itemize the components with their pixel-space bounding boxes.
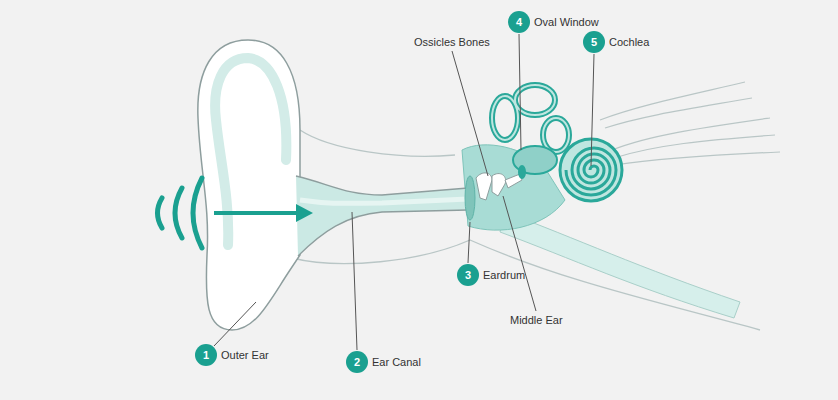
callout-number: 5 <box>583 31 605 53</box>
ear-canal-highlight <box>300 199 468 203</box>
sound-arrow <box>214 211 298 215</box>
callout-number: 2 <box>346 351 368 373</box>
head-outline <box>292 130 760 330</box>
sound-waves <box>158 178 203 248</box>
ear-canal <box>296 176 468 256</box>
part-label: Ossicles Bones <box>414 35 490 49</box>
part-label: Cochlea <box>609 35 649 49</box>
part-label: Oval Window <box>534 15 599 29</box>
arrow-head <box>296 204 313 222</box>
callout-number: 1 <box>195 344 217 366</box>
callout-number: 4 <box>508 11 530 33</box>
part-label: Outer Ear <box>221 348 269 362</box>
eardrum <box>465 176 475 220</box>
ossicles <box>476 173 522 200</box>
callout-circles <box>195 11 605 373</box>
outer-ear <box>198 40 300 330</box>
part-label: Middle Ear <box>510 313 563 327</box>
eustachian-tube <box>500 212 740 318</box>
oval-window <box>518 165 526 179</box>
part-label: Eardrum <box>483 268 525 282</box>
auditory-nerve <box>600 82 780 165</box>
leader-lines <box>214 34 594 350</box>
middle-ear-cavity <box>462 145 565 230</box>
helix-fold <box>215 58 286 245</box>
semicircular-canals <box>492 85 569 152</box>
part-label: Ear Canal <box>372 355 421 369</box>
callout-number: 3 <box>457 264 479 286</box>
